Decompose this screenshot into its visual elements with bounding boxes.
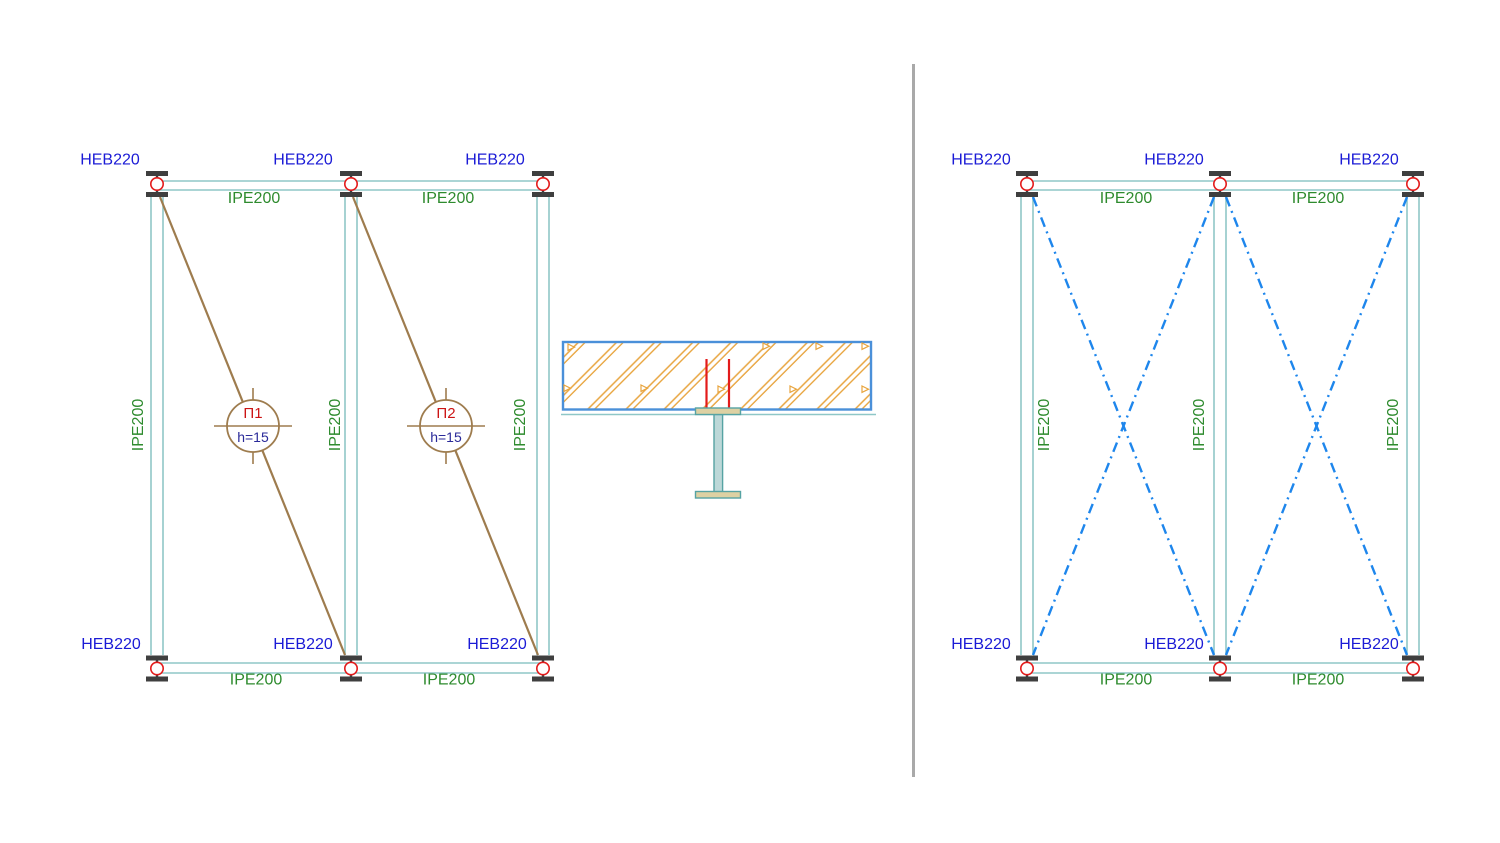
column-symbol [1207,169,1233,199]
slab-cross-section [561,340,876,499]
purlin-id-label: Π1 [243,405,262,422]
column-label: HEB220 [951,636,1011,653]
column-symbol [144,654,170,683]
purlin-height-label: h=15 [237,429,269,445]
column-label: HEB220 [273,636,333,653]
column-label: HEB220 [1339,636,1399,653]
left-floor-plan: Π1 h=15 Π2 h=15 HEB220 HEB220 HEB220 IPE… [80,152,556,689]
column-symbol [338,654,364,683]
purlin-symbol: Π1 h=15 [214,388,292,464]
column-label: HEB220 [1339,152,1399,169]
beam-label: IPE200 [1100,672,1153,689]
column-symbol [1207,654,1233,683]
beam-label: IPE200 [1385,399,1402,452]
column-label: HEB220 [465,152,525,169]
column-label: HEB220 [467,636,527,653]
beam-label: IPE200 [1100,190,1153,207]
column-label: HEB220 [273,152,333,169]
column-symbol [338,169,364,199]
beam-label: IPE200 [1036,399,1053,452]
purlin-id-label: Π2 [436,405,455,422]
vertical-beam-lines [1020,197,1420,655]
column-symbol [144,169,170,199]
beam-label: IPE200 [1292,190,1345,207]
beam-label: IPE200 [1191,399,1208,452]
beam-label: IPE200 [327,399,344,452]
x-brace [1031,196,1216,656]
beam-label: IPE200 [423,672,476,689]
column-symbol [1400,654,1426,683]
right-floor-plan: HEB220 HEB220 HEB220 IPE200 IPE200 HEB22… [951,152,1426,689]
beam-label: IPE200 [1292,672,1345,689]
column-label: HEB220 [81,636,141,653]
beam-label: IPE200 [228,190,281,207]
column-label: HEB220 [1144,152,1204,169]
column-label: HEB220 [80,152,140,169]
beam-label: IPE200 [230,672,283,689]
vertical-beam-lines [150,197,550,655]
column-label: HEB220 [951,152,1011,169]
aggregate-marks [563,342,870,394]
concrete-hatch [563,342,871,410]
purlin-height-label: h=15 [430,429,462,445]
column-symbol [530,654,556,683]
purlin-symbol: Π2 h=15 [407,388,485,464]
beam-label: IPE200 [512,399,529,452]
steel-beam-section [694,407,742,499]
beam-label: IPE200 [130,399,147,452]
column-symbol [1400,169,1426,199]
column-symbol [1014,169,1040,199]
x-brace [1224,196,1409,656]
beam-label: IPE200 [422,190,475,207]
column-symbol [1014,654,1040,683]
column-symbol [530,169,556,199]
column-label: HEB220 [1144,636,1204,653]
